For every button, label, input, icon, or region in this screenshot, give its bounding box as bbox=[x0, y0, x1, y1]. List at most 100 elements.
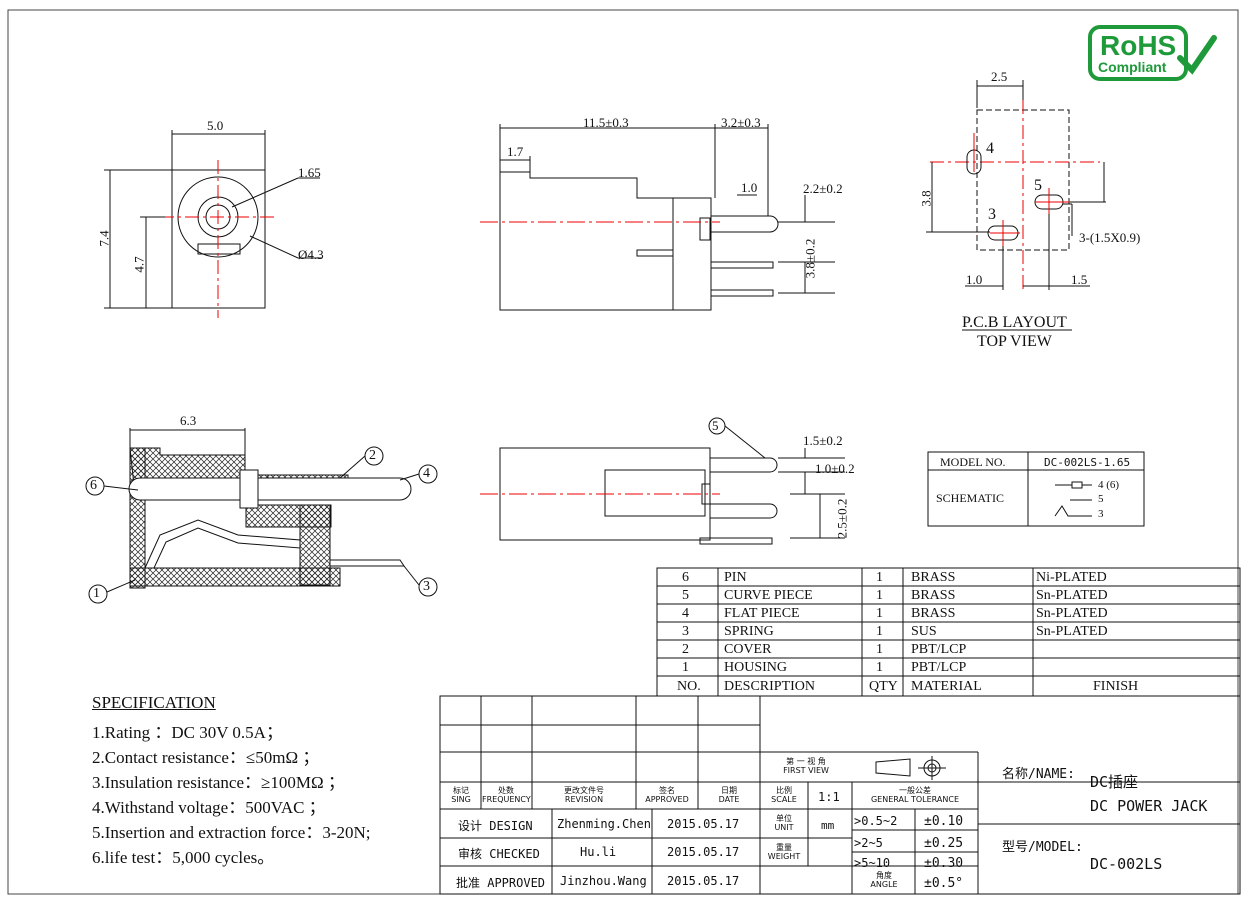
section-view bbox=[85, 428, 438, 604]
pcb-pin-3: 3 bbox=[988, 206, 996, 223]
rohs-logo bbox=[1088, 25, 1217, 81]
schematic-pin-2: 5 bbox=[1098, 493, 1104, 505]
tb-design-label: 设计 DESIGN bbox=[458, 819, 533, 833]
bom-row-5-no: 5 bbox=[682, 588, 689, 603]
schematic-label: SCHEMATIC bbox=[936, 491, 1005, 505]
bom-row-3-desc: SPRING bbox=[724, 624, 774, 639]
bom-row-3-qty: 1 bbox=[876, 624, 883, 639]
side-pinlen-dim: 3.2±0.3 bbox=[721, 115, 761, 130]
tb-scale-value: 1:1 bbox=[818, 790, 840, 804]
tb-check-date: 2015.05.17 bbox=[667, 845, 740, 859]
bom-row-3-material: SUS bbox=[911, 624, 937, 639]
bottom-balloon-5: 5 bbox=[712, 418, 719, 433]
tb-model-label: 型号/MODEL: bbox=[1002, 840, 1083, 855]
bom-header-material: MATERIAL bbox=[911, 679, 982, 694]
section-balloon-1: 1 bbox=[93, 586, 100, 601]
bom-header-finish: FINISH bbox=[1093, 679, 1139, 694]
section-balloon-6: 6 bbox=[90, 478, 97, 493]
pcb-bottom-right-dim: 1.5 bbox=[1071, 272, 1088, 287]
pcb-pin-5: 5 bbox=[1034, 177, 1042, 194]
side-d1-dim: 2.2±0.2 bbox=[803, 181, 843, 196]
schematic-model-value: DC-002LS-1.65 bbox=[1044, 456, 1131, 469]
schematic-box bbox=[927, 451, 1145, 527]
bom-row-6-desc: PIN bbox=[724, 570, 747, 585]
front-view bbox=[104, 130, 322, 318]
rohs-logo-subtitle: Compliant bbox=[1098, 59, 1167, 75]
bottom-view bbox=[480, 417, 845, 545]
front-height-dim: 7.4 bbox=[96, 230, 112, 247]
bom-row-5-qty: 1 bbox=[876, 588, 883, 603]
section-dim: 6.3 bbox=[180, 413, 197, 428]
tb-tol-value-1: ±0.10 bbox=[924, 814, 964, 829]
bom-row-6-qty: 1 bbox=[876, 570, 883, 585]
bom-row-2-qty: 1 bbox=[876, 642, 883, 657]
front-center-dim: 4.7 bbox=[131, 256, 147, 273]
tb-name-en: DC POWER JACK bbox=[1090, 797, 1208, 815]
bom-header-desc: DESCRIPTION bbox=[724, 679, 816, 694]
pcb-hole-spec: 3-(1.5X0.9) bbox=[1079, 230, 1141, 245]
tb-name-label: 名称/NAME: bbox=[1002, 767, 1075, 782]
tb-design-date: 2015.05.17 bbox=[667, 817, 740, 831]
tb-tol-range-3: >5~10 bbox=[854, 856, 891, 870]
pcb-pin-4: 4 bbox=[986, 140, 994, 157]
bom-row-4-qty: 1 bbox=[876, 606, 883, 621]
schematic-pin-3: 3 bbox=[1098, 508, 1104, 520]
title-block-grid bbox=[439, 695, 1241, 895]
tb-tol-value-3: ±0.30 bbox=[924, 856, 964, 871]
bom-row-2-desc: COVER bbox=[724, 642, 772, 657]
pcb-layout bbox=[926, 80, 1106, 331]
tb-approve-name: Jinzhou.Wang bbox=[560, 874, 647, 888]
side-view bbox=[480, 124, 835, 311]
bom-row-3-no: 3 bbox=[682, 624, 689, 639]
bom-row-5-material: BRASS bbox=[911, 588, 956, 603]
bom-row-6-no: 6 bbox=[682, 570, 689, 585]
tb-approve-label: 批准 APPROVED bbox=[456, 876, 546, 890]
pcb-left-dim: 3.8 bbox=[918, 190, 934, 207]
bom-row-1-material: PBT/LCP bbox=[911, 660, 967, 675]
tb-check-name: Hu.li bbox=[580, 845, 617, 859]
spec-item-4: 4.Withstand voltage：500VAC ； bbox=[92, 798, 326, 817]
spec-item-5: 5.Insertion and extraction force：3-20N; bbox=[92, 823, 371, 842]
bom-row-1-desc: HOUSING bbox=[724, 660, 787, 675]
rohs-logo-title: RoHS bbox=[1100, 30, 1177, 61]
bom-row-4-desc: FLAT PIECE bbox=[724, 606, 800, 621]
bom-row-4-no: 4 bbox=[682, 606, 689, 621]
section-balloon-4: 4 bbox=[423, 466, 430, 481]
spec-item-3: 3.Insulation resistance：≥100MΩ ； bbox=[92, 773, 345, 792]
bom-row-5-desc: CURVE PIECE bbox=[724, 588, 813, 603]
tb-tol-value-angle: ±0.5° bbox=[924, 876, 964, 891]
tb-design-name: Zhenming.Chen bbox=[557, 817, 651, 831]
tb-approve-date: 2015.05.17 bbox=[667, 874, 740, 888]
tb-name-cn: DC插座 bbox=[1090, 773, 1139, 791]
tb-check-label: 审核 CHECKED bbox=[458, 847, 540, 861]
side-total-dim: 11.5±0.3 bbox=[583, 115, 629, 130]
tb-tol-value-2: ±0.25 bbox=[924, 836, 964, 851]
tb-unit-value: mm bbox=[821, 819, 835, 832]
bom-row-3-finish: Sn-PLATED bbox=[1036, 624, 1108, 639]
spec-item-1: 1.Rating ：DC 30V 0.5A； bbox=[92, 723, 283, 742]
spec-item-6: 6.life test：5,000 cycles。 bbox=[92, 848, 275, 867]
spec-title: SPECIFICATION bbox=[92, 693, 216, 712]
section-balloon-2: 2 bbox=[369, 448, 376, 463]
bom-row-5-finish: Sn-PLATED bbox=[1036, 588, 1108, 603]
bom-header-no: NO. bbox=[677, 679, 701, 694]
pcb-layout-title: P.C.B LAYOUT bbox=[962, 314, 1067, 331]
tb-tol-range-2: >2~5 bbox=[854, 836, 883, 850]
front-outer-dim: Ø4.3 bbox=[298, 247, 324, 262]
spec-item-2: 2.Contact resistance：≤50mΩ ； bbox=[92, 748, 320, 767]
side-pinw-dim: 1.0 bbox=[741, 180, 758, 195]
pcb-top-dim: 2.5 bbox=[991, 69, 1008, 84]
bottom-d1-dim: 1.5±0.2 bbox=[803, 433, 843, 448]
side-front-dim: 1.7 bbox=[507, 144, 524, 159]
bom-row-6-material: BRASS bbox=[911, 570, 956, 585]
